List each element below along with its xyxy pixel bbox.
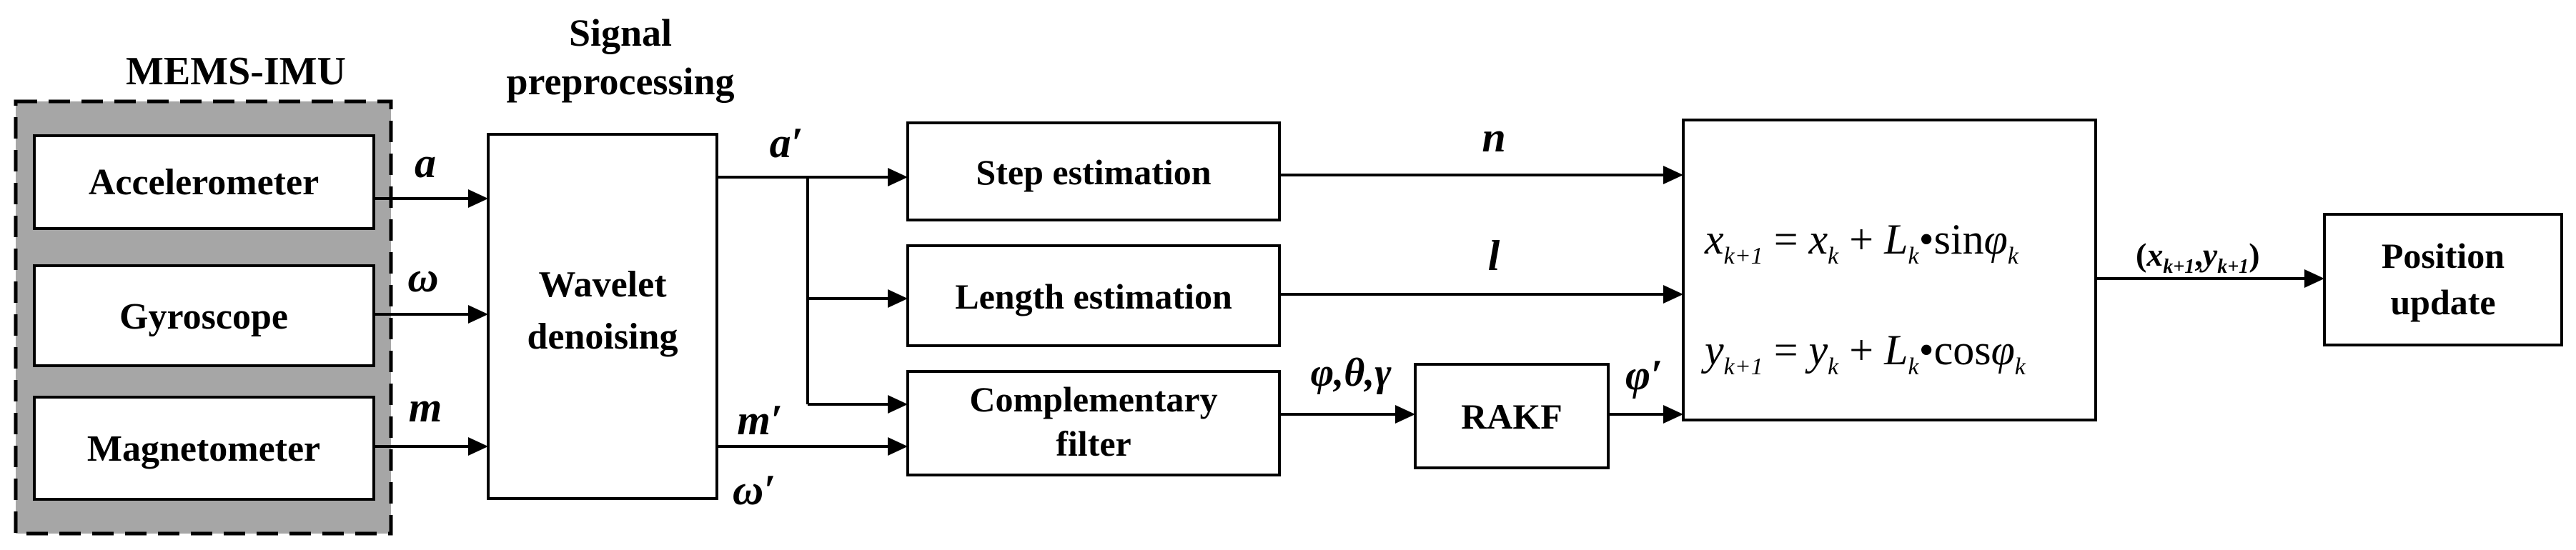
step-estimation-box — [906, 121, 1281, 221]
a-label: a — [415, 139, 436, 186]
n-arrowhead — [1663, 166, 1683, 184]
position-update-line1: Position — [2382, 236, 2505, 276]
wavelet-label-line2: denoising — [527, 316, 678, 357]
complementary-filter-box — [906, 370, 1281, 476]
phi-prime-label: φ′ — [1625, 351, 1663, 399]
preprocessing-title-line1: Signal — [569, 11, 672, 54]
gyroscope-label: Gyroscope — [119, 296, 288, 337]
a-arrowhead — [468, 189, 488, 208]
position-equation-box — [1682, 119, 2097, 421]
omega-arrowhead — [468, 305, 488, 324]
complementary-label-line2: filter — [1056, 424, 1131, 464]
l-arrowhead — [1663, 285, 1683, 304]
mems-imu-title: MEMS-IMU — [126, 49, 346, 94]
a-prime-label: a′ — [770, 119, 803, 166]
preprocessing-title-line2: preprocessing — [506, 60, 734, 103]
l-label: l — [1488, 232, 1500, 279]
position-output-arrowhead — [2304, 269, 2324, 288]
wavelet-denoising-box — [487, 133, 718, 500]
rakf-box — [1414, 363, 1610, 469]
xy-output-label: (xk+1,yk+1) — [2136, 236, 2260, 278]
position-update-box — [2323, 213, 2563, 346]
step-estimation-label: Step estimation — [976, 152, 1211, 192]
position-update-line2: update — [2390, 282, 2495, 322]
length-estimation-label: Length estimation — [955, 276, 1232, 316]
equation-y: yk+1 = yk + Lk•cosφk — [1700, 326, 2026, 380]
accelerometer-box — [33, 134, 375, 230]
accelerometer-label: Accelerometer — [89, 162, 319, 203]
complementary-label-line1: Complementary — [969, 379, 1217, 419]
omega-prime-label: ω′ — [733, 466, 776, 514]
m-label: m — [409, 384, 442, 431]
equation-x: xk+1 = xk + Lk•sinφk — [1704, 216, 2019, 269]
rakf-label: RAKF — [1461, 396, 1562, 436]
n-label: n — [1482, 114, 1505, 161]
wavelet-label-line1: Wavelet — [538, 264, 667, 305]
length-arrowhead — [888, 289, 908, 308]
magnetometer-label: Magnetometer — [87, 429, 320, 469]
omega-label: ω — [407, 254, 438, 301]
angles-label: φ,θ,γ — [1310, 351, 1392, 395]
complementary-arrowhead-2 — [888, 437, 908, 456]
m-prime-label: m′ — [737, 396, 783, 444]
gyroscope-box — [33, 264, 375, 367]
magnetometer-box — [33, 396, 375, 501]
complementary-arrowhead-1 — [888, 395, 908, 414]
m-arrowhead — [468, 437, 488, 456]
phi-prime-arrowhead — [1663, 405, 1683, 424]
a-prime-arrowhead — [888, 168, 908, 186]
angles-arrowhead — [1395, 405, 1415, 424]
